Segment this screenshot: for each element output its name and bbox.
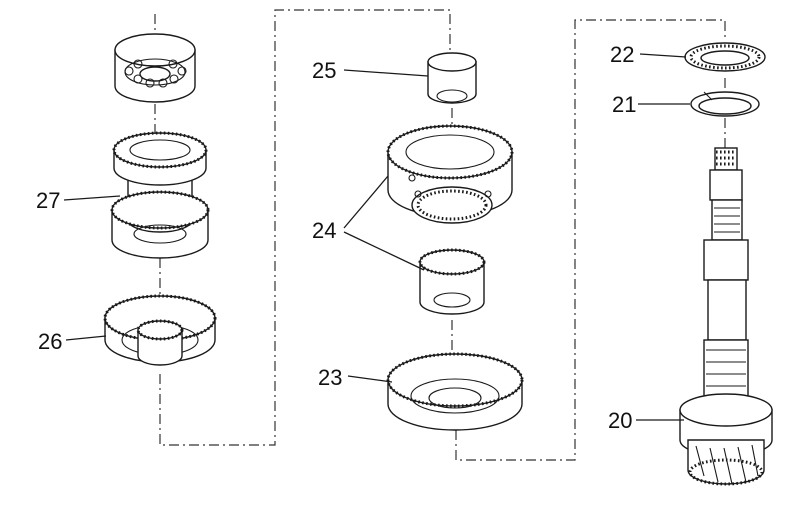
- callout-26: 26: [38, 329, 62, 354]
- callout-23: 23: [318, 365, 342, 390]
- synchro-hub: [418, 248, 486, 315]
- thrust-washer: [684, 42, 766, 72]
- callout-20: 20: [608, 408, 632, 433]
- spur-gear-26: [103, 294, 217, 366]
- cluster-gear: [110, 131, 210, 259]
- leader-lines: [63, 53, 690, 421]
- callout-22: 22: [610, 42, 634, 67]
- callout-27: 27: [36, 188, 60, 213]
- ball-bearing: [114, 33, 196, 103]
- callout-25: 25: [312, 58, 336, 83]
- part-callouts: 27 26 25 24 23 22 21 20: [36, 42, 636, 433]
- callout-21: 21: [612, 92, 636, 117]
- spur-gear-23: [386, 352, 524, 431]
- bushing: [427, 52, 477, 104]
- main-shaft: [679, 147, 773, 486]
- callout-24: 24: [312, 218, 336, 243]
- synchro-sleeve: [386, 124, 514, 224]
- snap-ring: [690, 91, 760, 117]
